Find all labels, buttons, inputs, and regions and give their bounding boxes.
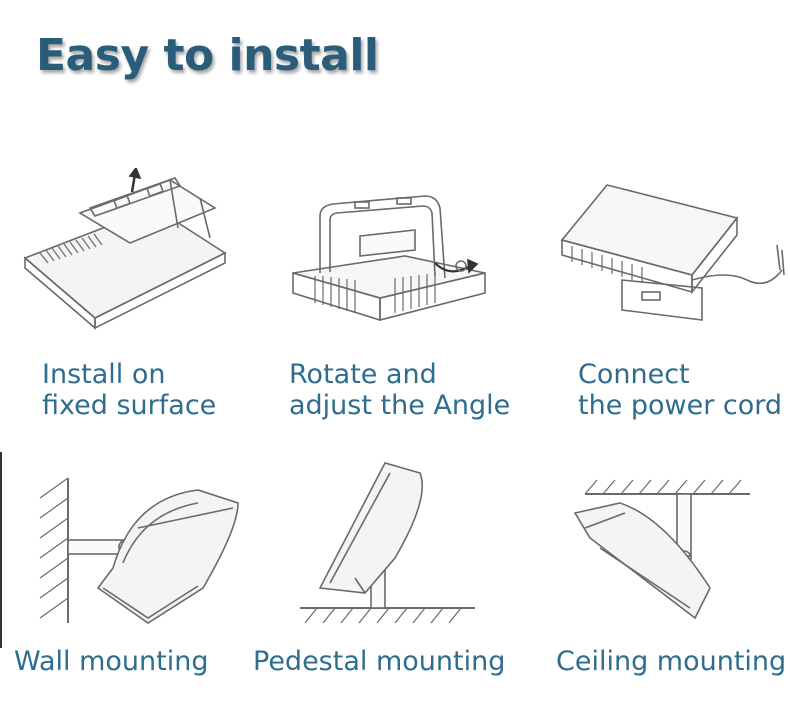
pedestal-mounting-illustration [295, 458, 485, 633]
page-title: Easy to install [36, 30, 379, 81]
left-border-line [0, 452, 2, 648]
step-install-line2: fixed surface [42, 390, 217, 421]
step-install-line1: Install on [42, 359, 166, 390]
step-rotate-line1: Rotate and [289, 359, 437, 390]
step-connect-line2: the power cord [578, 390, 783, 421]
step-rotate-line2: adjust the Angle [289, 390, 511, 421]
step-install-caption: Install on fixed surface [42, 359, 216, 421]
ceiling-mounting-label: Ceiling mounting [556, 646, 787, 677]
rotate-adjust-illustration [285, 188, 495, 338]
wall-mounting-illustration [38, 468, 248, 638]
step-connect-caption: Connect the power cord [578, 359, 782, 421]
install-surface-illustration [20, 168, 250, 338]
step-connect-line1: Connect [578, 359, 690, 390]
ceiling-mounting-illustration [570, 478, 770, 628]
step-rotate-caption: Rotate and adjust the Angle [289, 359, 510, 421]
pedestal-mounting-label: Pedestal mounting [253, 646, 506, 677]
connect-cord-illustration [552, 180, 790, 330]
wall-mounting-label: Wall mounting [14, 646, 209, 677]
